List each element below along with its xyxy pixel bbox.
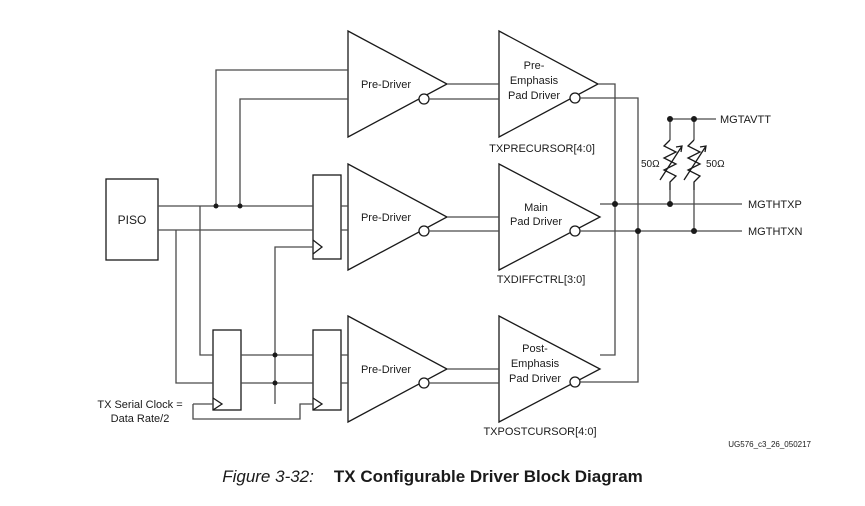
resistor-left-arrow bbox=[659, 145, 683, 181]
junction bbox=[612, 201, 618, 207]
wire-pre-emph-p bbox=[598, 83, 616, 204]
clock-label-2: Data Rate/2 bbox=[111, 413, 170, 425]
clock-label-1: TX Serial Clock = bbox=[97, 399, 182, 411]
pre-driver-top-inv bbox=[418, 93, 430, 105]
wire-bot-feed-p bbox=[175, 230, 213, 384]
figure-id: UG576_c3_26_050217 bbox=[728, 440, 811, 449]
junction bbox=[272, 380, 278, 386]
pre-driver-top bbox=[347, 29, 449, 139]
junction bbox=[635, 228, 641, 234]
flipflop-bot-right bbox=[312, 329, 342, 411]
piso-label: PISO bbox=[118, 213, 147, 227]
pre-driver-top-label: Pre-Driver bbox=[361, 79, 411, 91]
flipflop-bot-right-clock bbox=[312, 397, 324, 411]
resistor-right bbox=[686, 139, 702, 190]
flipflop-bot-left bbox=[212, 329, 242, 411]
wire-post-emph-n bbox=[580, 231, 639, 383]
txn-label: MGTHTXN bbox=[748, 226, 802, 238]
main-pad-inv bbox=[569, 225, 581, 237]
diffctrl-label: TXDIFFCTRL[3:0] bbox=[497, 274, 586, 286]
junction bbox=[213, 203, 219, 209]
resistor-left-label: 50Ω bbox=[641, 159, 660, 170]
pre-driver-mid-label: Pre-Driver bbox=[361, 212, 411, 224]
wire-ff-to-pd-bot bbox=[341, 354, 348, 384]
flipflop-bot-left-clock bbox=[212, 397, 224, 411]
post-emphasis-inv bbox=[569, 376, 581, 388]
pre-emphasis-label-2: Emphasis bbox=[510, 75, 559, 87]
caption-title: TX Configurable Driver Block Diagram bbox=[333, 467, 643, 486]
wire-pre-emph-n bbox=[580, 97, 639, 231]
flipflop-mid bbox=[312, 174, 342, 260]
wire-post-emph-p bbox=[600, 204, 616, 356]
junction bbox=[272, 352, 278, 358]
precursor-label: TXPRECURSOR[4:0] bbox=[489, 143, 595, 155]
main-pad-label-2: Pad Driver bbox=[510, 216, 562, 228]
wire-pd-mid bbox=[429, 216, 499, 232]
resistor-right-arrow bbox=[683, 145, 707, 181]
wire-ff-to-pd-mid bbox=[341, 205, 348, 231]
pre-emphasis-label-1: Pre- bbox=[524, 60, 545, 72]
junction bbox=[667, 201, 673, 207]
junction bbox=[667, 116, 673, 122]
pre-driver-mid-inv bbox=[418, 225, 430, 237]
pre-driver-bot bbox=[347, 314, 449, 424]
wire-pd-top bbox=[429, 83, 499, 100]
piso-block bbox=[105, 178, 159, 261]
pre-driver-bot-label: Pre-Driver bbox=[361, 364, 411, 376]
resistor-left bbox=[662, 139, 678, 190]
post-emphasis-label-2: Emphasis bbox=[511, 358, 560, 370]
clock-wire bbox=[192, 246, 313, 420]
post-emphasis-label-3: Pad Driver bbox=[509, 373, 561, 385]
figure-caption: Figure 3-32: TX Configurable Driver Block… bbox=[0, 467, 865, 487]
post-emphasis-label-1: Post- bbox=[522, 343, 548, 355]
caption-label: Figure 3-32: bbox=[222, 467, 314, 486]
postcursor-label: TXPOSTCURSOR[4:0] bbox=[483, 426, 596, 438]
wire-bot-feed-n bbox=[199, 206, 213, 356]
pre-emphasis-label-3: Pad Driver bbox=[508, 90, 560, 102]
pre-emphasis-inv bbox=[569, 92, 581, 104]
supply-label: MGTAVTT bbox=[720, 114, 771, 126]
pre-driver-mid bbox=[347, 162, 449, 272]
wire-top-feed-n bbox=[239, 98, 348, 206]
wire-pd-bot bbox=[429, 368, 499, 384]
junction bbox=[691, 116, 697, 122]
pre-driver-bot-inv bbox=[418, 377, 430, 389]
junction bbox=[237, 203, 243, 209]
wire-top-feed-p bbox=[215, 69, 348, 206]
main-pad-label-1: Main bbox=[524, 202, 548, 214]
junction bbox=[691, 228, 697, 234]
resistor-right-label: 50Ω bbox=[706, 159, 725, 170]
txp-label: MGTHTXP bbox=[748, 199, 802, 211]
flipflop-mid-clock bbox=[312, 239, 324, 255]
